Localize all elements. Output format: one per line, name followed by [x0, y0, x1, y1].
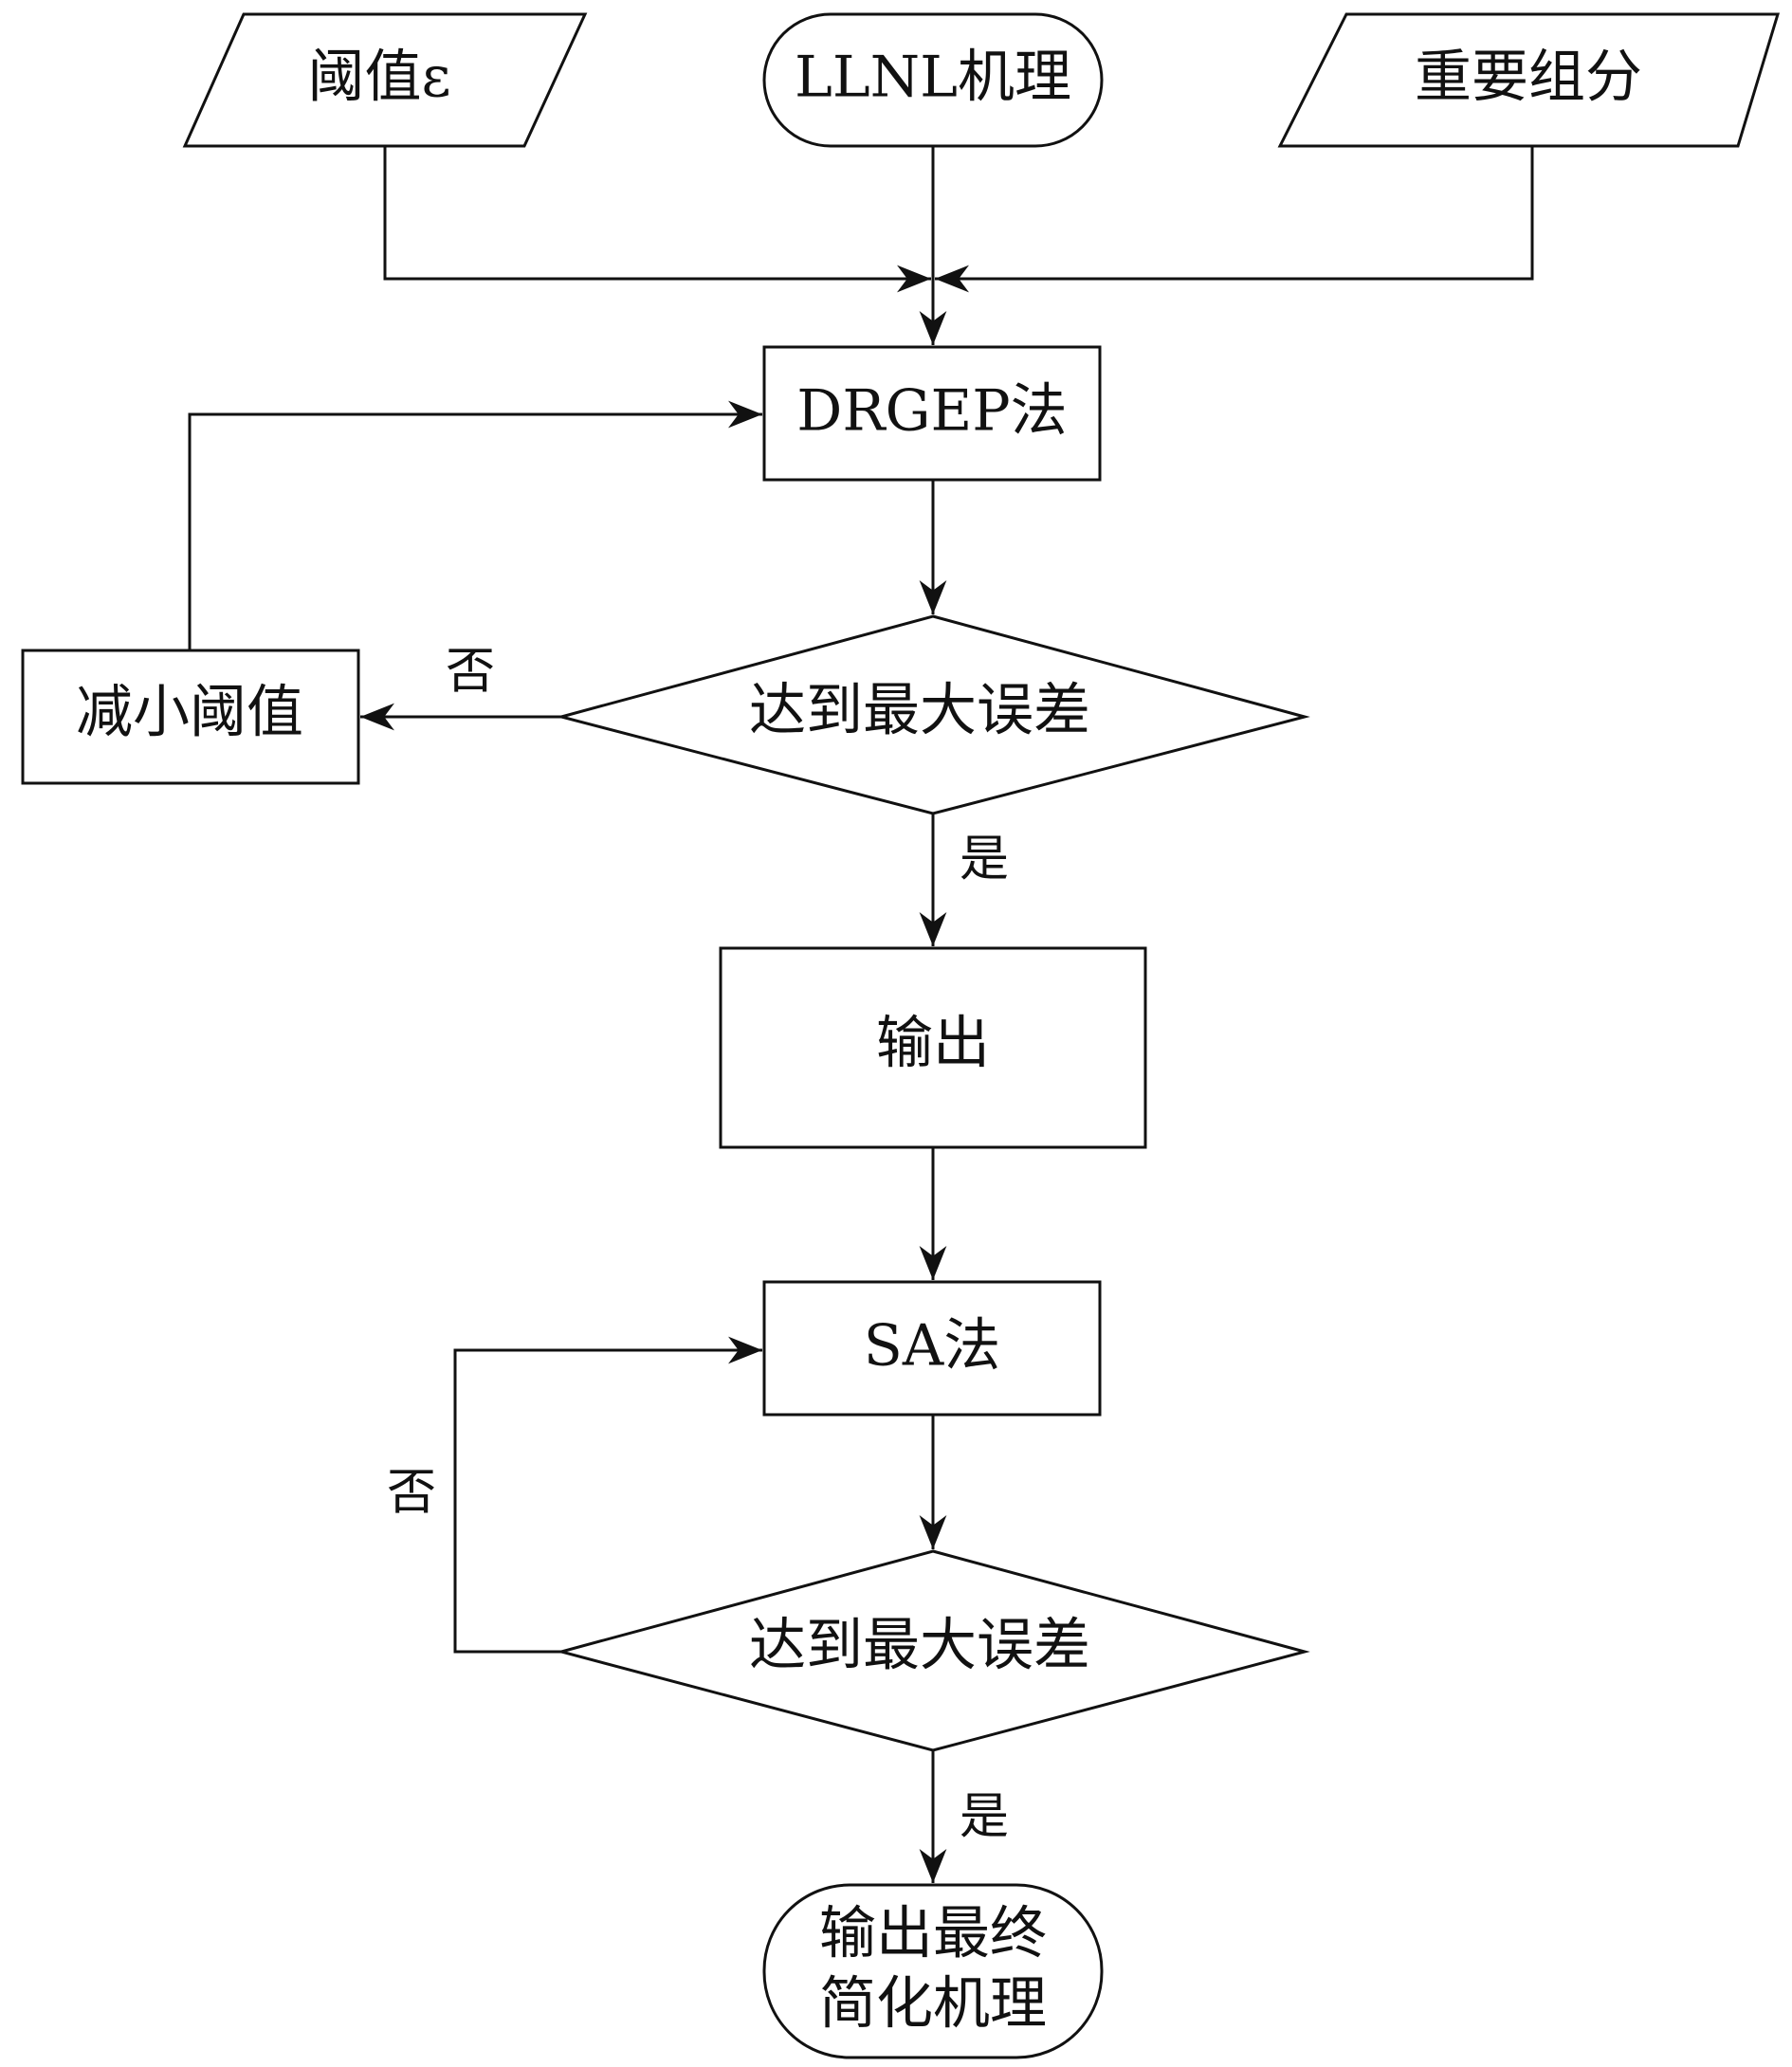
sa-node: SA法: [762, 1280, 1102, 1417]
reduce-threshold-label: 减小阈值: [76, 680, 303, 746]
final-label-line1: 输出最终: [819, 1901, 1047, 1967]
final-label-line2: 简化机理: [819, 1971, 1047, 2038]
output-label: 输出: [876, 1011, 990, 1077]
species-label: 重要组分: [1415, 45, 1642, 111]
reduce-threshold-node: 减小阈值: [21, 649, 360, 785]
threshold-connector: [383, 146, 931, 293]
species-connector: [935, 146, 1534, 293]
drgep-label: DRGEP法: [796, 378, 1067, 445]
decision2-node: 达到最大误差: [556, 1549, 1310, 1752]
species-node: 重要组分: [1277, 12, 1781, 148]
output-node: 输出: [719, 946, 1147, 1149]
decision1-node: 达到最大误差: [556, 614, 1310, 815]
no-label-2: 否: [387, 1465, 436, 1522]
drgep-node: DRGEP法: [762, 345, 1102, 482]
yes-label-2: 是: [960, 1789, 1009, 1846]
threshold-node: 阈值ε: [182, 12, 588, 148]
yes-label-1: 是: [960, 832, 1009, 888]
final-node: 输出最终 简化机理: [762, 1883, 1104, 2059]
decision1-label: 达到最大误差: [749, 678, 1090, 744]
reduce-loop-connector: [188, 400, 762, 650]
decision2-no-connector: [453, 1336, 762, 1654]
threshold-label: 阈值ε: [307, 45, 450, 111]
decision2-label: 达到最大误差: [749, 1613, 1090, 1679]
mechanism-label: LLNL机理: [795, 45, 1071, 111]
sa-label: SA法: [864, 1313, 1000, 1380]
no-label-1: 否: [446, 644, 495, 701]
mechanism-node: LLNL机理: [762, 12, 1104, 148]
